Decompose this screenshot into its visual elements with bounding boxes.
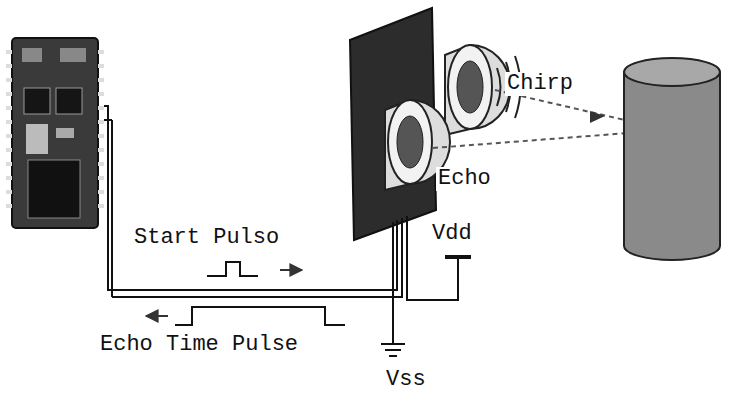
target-cylinder bbox=[624, 58, 720, 260]
pulse-arrow bbox=[280, 269, 302, 271]
beam-arrow bbox=[590, 111, 605, 123]
signal-label: Echo bbox=[436, 167, 493, 191]
ping-sensor bbox=[350, 8, 510, 240]
start-pulse bbox=[207, 262, 258, 276]
echo-time-pulse bbox=[175, 307, 345, 325]
microcontroller-board bbox=[6, 38, 104, 228]
signal-label: Vss bbox=[384, 368, 428, 392]
signal-label: Echo Time Pulse bbox=[98, 333, 300, 357]
wires bbox=[104, 106, 471, 343]
signal-label: Start Pulso bbox=[132, 226, 281, 250]
signal-label: Chirp bbox=[505, 72, 575, 96]
signal-label: Vdd bbox=[430, 222, 474, 246]
ground-symbol bbox=[381, 344, 405, 356]
pulse-arrow bbox=[146, 315, 168, 317]
